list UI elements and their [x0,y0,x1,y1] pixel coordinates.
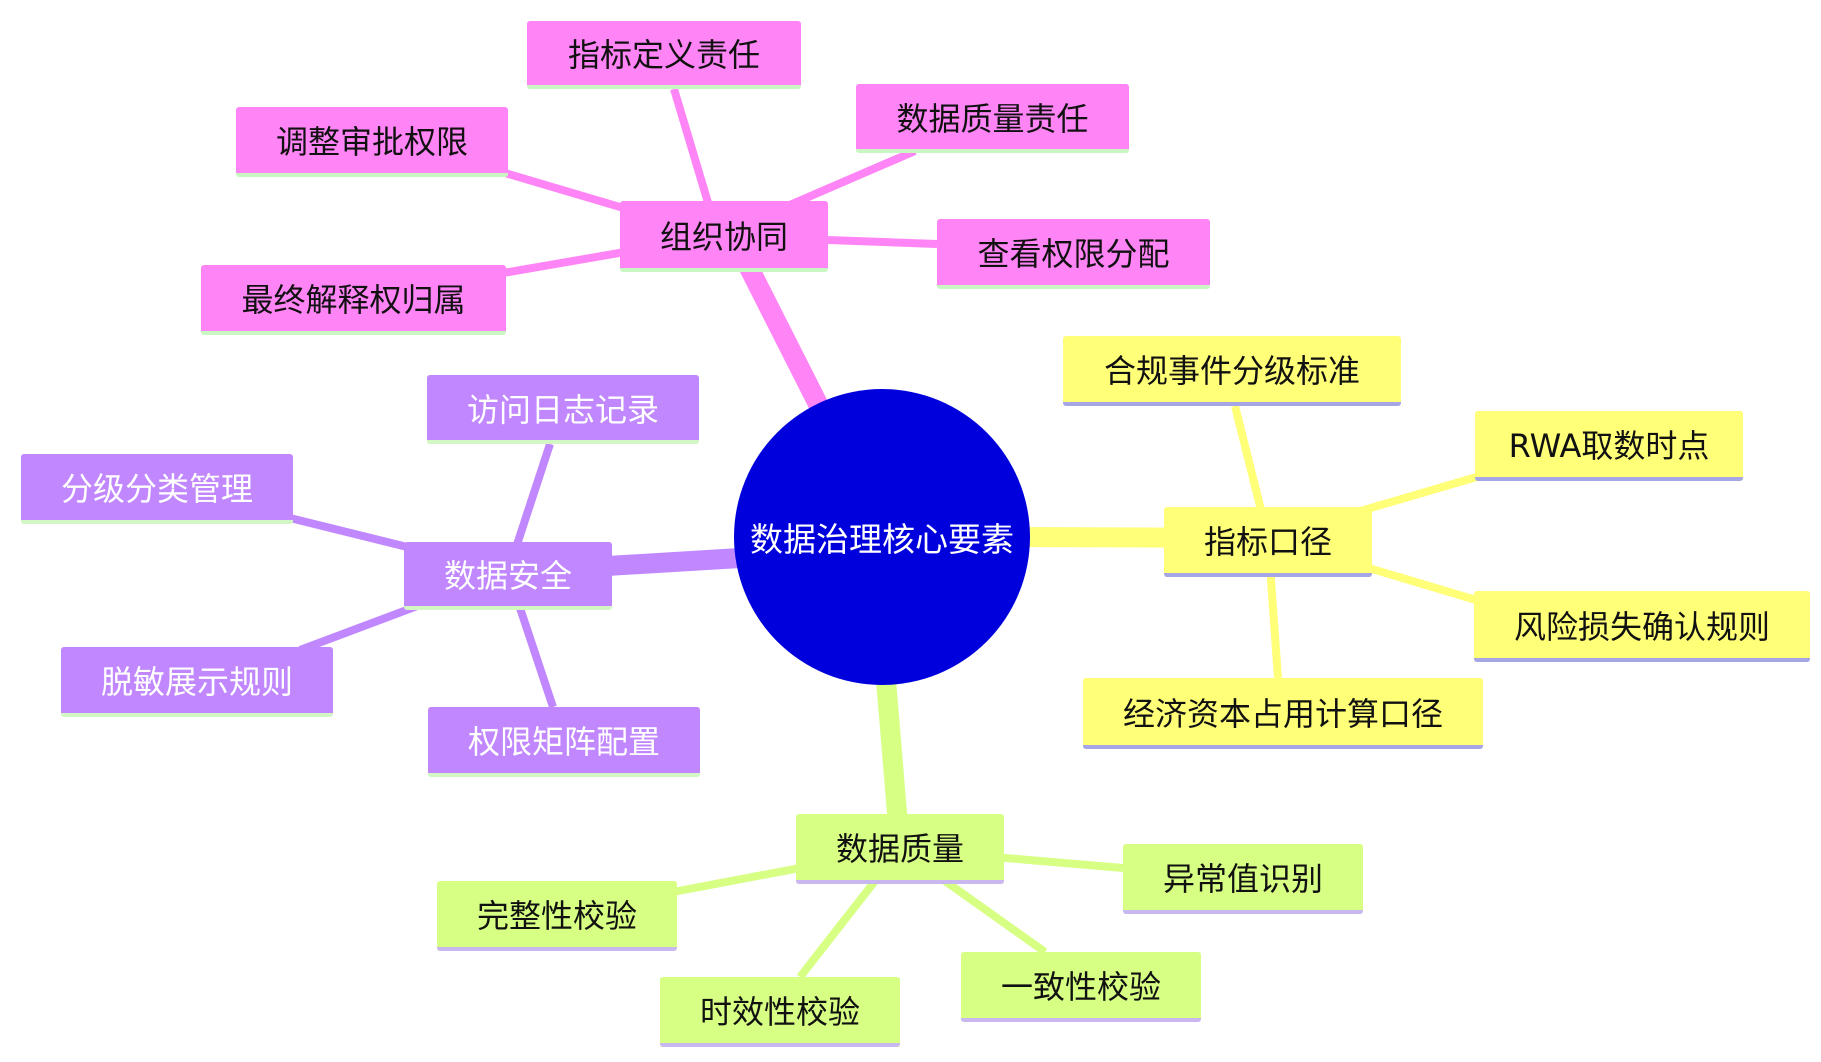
branch-security-label: 数据安全 [443,557,572,595]
quality-child-label: 完整性校验 [476,897,637,935]
metric-child-label: RWA取数时点 [1508,427,1710,465]
quality-child-node[interactable]: 完整性校验 [437,881,677,951]
org-child-label: 数据质量责任 [896,99,1089,138]
metric-child-label: 合规事件分级标准 [1103,352,1360,390]
security-child-node[interactable]: 访问日志记录 [427,375,699,444]
metric-child-node[interactable]: 风险损失确认规则 [1474,591,1810,662]
org-child-node[interactable]: 查看权限分配 [937,219,1210,289]
branch-org-node[interactable]: 组织协同 [620,201,828,272]
metric-child-label: 风险损失确认规则 [1513,607,1770,646]
quality-child-label: 异常值识别 [1162,860,1323,898]
metric-child-label: 经济资本占用计算口径 [1122,694,1443,733]
metric-child-node[interactable]: 经济资本占用计算口径 [1083,678,1483,749]
root-node[interactable]: 数据治理核心要素 [734,389,1030,685]
quality-child-node[interactable]: 时效性校验 [660,977,900,1047]
branch-org-label: 组织协同 [659,217,788,256]
org-child-label: 调整审批权限 [275,123,468,161]
quality-child-label: 一致性校验 [1000,968,1161,1006]
org-child-node[interactable]: 调整审批权限 [236,107,508,177]
branch-metric-label: 指标口径 [1203,523,1332,561]
security-child-label: 分级分类管理 [60,470,253,508]
quality-child-label: 时效性校验 [699,993,860,1031]
org-child-label: 查看权限分配 [977,235,1170,273]
branch-quality-node[interactable]: 数据质量 [796,814,1004,884]
security-child-label: 权限矩阵配置 [467,723,660,761]
org-child-node[interactable]: 指标定义责任 [527,21,801,89]
metric-child-node[interactable]: RWA取数时点 [1475,411,1743,481]
security-child-node[interactable]: 脱敏展示规则 [61,647,333,717]
metric-child-node[interactable]: 合规事件分级标准 [1063,336,1401,406]
org-child-label: 指标定义责任 [567,36,760,74]
security-child-label: 脱敏展示规则 [100,663,293,701]
org-child-node[interactable]: 最终解释权归属 [201,265,506,335]
root-label: 数据治理核心要素 [750,520,1014,559]
branch-metric-node[interactable]: 指标口径 [1164,507,1372,577]
security-child-label: 访问日志记录 [466,390,659,429]
branch-security-node[interactable]: 数据安全 [404,542,612,610]
security-child-node[interactable]: 分级分类管理 [21,454,293,524]
org-child-node[interactable]: 数据质量责任 [856,84,1129,153]
org-child-label: 最终解释权归属 [241,281,466,319]
quality-child-node[interactable]: 一致性校验 [961,952,1201,1022]
security-child-node[interactable]: 权限矩阵配置 [428,707,700,777]
branch-quality-label: 数据质量 [835,830,964,868]
quality-child-node[interactable]: 异常值识别 [1123,844,1363,914]
